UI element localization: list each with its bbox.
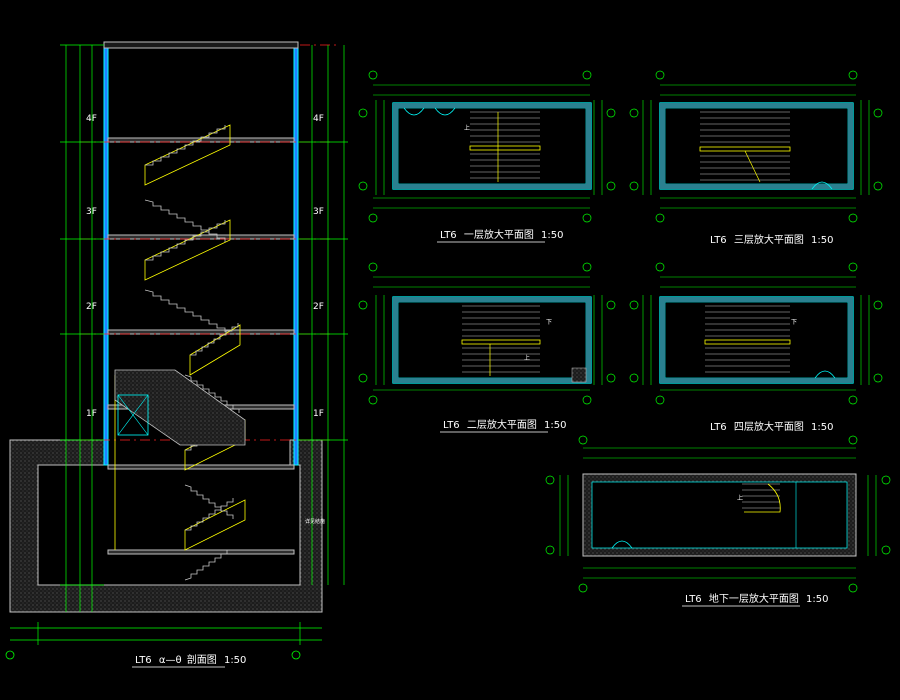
plan-1-dimensions [373, 84, 603, 209]
plan-1-axis-bubbles [358, 70, 616, 223]
svg-text:LT6 四层放大平面图 1:: LT6 四层放大平面图 1:50 [710, 420, 834, 433]
floor-labels: 4F 3F 2F 1F 4F 3F 2F 1F [86, 114, 324, 419]
plan-2-title-name: 二层放大平面图 [467, 418, 537, 431]
stair-flights [114, 124, 246, 551]
section-dimensions-bottom [10, 622, 322, 645]
plan-b1-up-label: 上 [737, 494, 743, 502]
plan-2-stair [462, 305, 540, 373]
plan-basement: 上 LT6 地下一层放大平面图 1:50 [545, 435, 891, 607]
plan-4-dimensions [642, 276, 870, 391]
plan-b1-axis-bubbles [545, 435, 891, 593]
plan-floor-4: 下 LT6 四层放大平面图 1:50 [629, 262, 883, 433]
floor-label-left-2f: 2F [86, 302, 97, 312]
plan-1-up-label: 上 [464, 124, 470, 132]
plan-4-down-label: 下 [791, 319, 797, 326]
plan-3-title-name: 三层放大平面图 [734, 233, 804, 246]
plan-2-title-code: LT6 [443, 420, 460, 431]
plan-floor-3: LT6 三层放大平面图 1:50 [629, 70, 883, 246]
floor-label-left-4f: 4F [86, 114, 97, 124]
plan-4-axis-bubbles [629, 262, 883, 405]
plan-3-title-code: LT6 [710, 235, 727, 246]
floor-label-right-3f: 3F [313, 207, 324, 217]
section-walls [103, 41, 299, 466]
section-title-scale: 1:50 [224, 655, 246, 666]
section-view: 4F 3F 2F 1F 4F 3F 2F 1F 详见结施 LT6 α—θ 剖面图… [5, 41, 348, 668]
plan-3-axis-bubbles [629, 70, 883, 223]
plan-2-axis-bubbles [358, 262, 616, 405]
plan-2-title: LT6 二层放大平面图 1:50 [440, 418, 567, 433]
plan-4-title-code: LT6 [710, 422, 727, 433]
plan-b1-title-scale: 1:50 [806, 594, 828, 605]
svg-text:LT6 地下一层放大平面图: LT6 地下一层放大平面图 1:50 [685, 592, 829, 605]
section-title-axis: α—θ [159, 655, 182, 666]
floor-label-left-3f: 3F [86, 207, 97, 217]
plan-floor-1: 上 LT6 一层放大平面图 1:50 [358, 70, 616, 243]
plan-3-title-scale: 1:50 [811, 235, 833, 246]
section-title-name: 剖面图 [187, 653, 217, 666]
floor-label-right-2f: 2F [313, 302, 324, 312]
section-title-code: LT6 [135, 655, 152, 666]
svg-text:LT6 二层放大平面图 1:: LT6 二层放大平面图 1:50 [443, 418, 567, 431]
plan-1-title-code: LT6 [440, 230, 457, 241]
floor-label-right-4f: 4F [313, 114, 324, 124]
svg-text:LT6 一层放大平面图 1:: LT6 一层放大平面图 1:50 [440, 228, 564, 241]
floor-label-left-1f: 1F [86, 409, 97, 419]
plan-2-up-label: 上 [524, 354, 530, 362]
plan-4-stair [705, 305, 790, 373]
plan-3-dimensions [642, 84, 870, 209]
plan-b1-title: LT6 地下一层放大平面图 1:50 [682, 592, 829, 607]
plan-3-title: LT6 三层放大平面图 1:50 [710, 233, 834, 246]
section-annotation: 详见结施 [305, 518, 325, 525]
svg-text:LT6 三层放大平面图 1:: LT6 三层放大平面图 1:50 [710, 233, 834, 246]
plan-b1-title-name: 地下一层放大平面图 [709, 592, 799, 605]
plan-3-stair [700, 111, 790, 181]
plan-floor-2: 下 上 LT6 二层放大平面图 1:50 [358, 262, 616, 433]
plan-2-dimensions [373, 276, 603, 391]
plan-4-title: LT6 四层放大平面图 1:50 [710, 420, 834, 433]
plan-b1-dimensions [559, 447, 877, 579]
plan-1-title-name: 一层放大平面图 [464, 228, 534, 241]
svg-text:LT6 α—θ 剖面图: LT6 α—θ 剖面图 1:50 [135, 653, 246, 666]
section-axis-bubbles [5, 650, 301, 660]
section-title: LT6 α—θ 剖面图 1:50 [132, 653, 246, 668]
plan-4-title-scale: 1:50 [811, 422, 833, 433]
section-dimensions-left [60, 44, 104, 612]
floor-label-right-1f: 1F [313, 409, 324, 419]
plan-4-title-name: 四层放大平面图 [734, 420, 804, 433]
section-dimensions-right [298, 45, 348, 585]
plan-1-title-scale: 1:50 [541, 230, 563, 241]
stair-cut-hatch [114, 369, 246, 446]
plan-1-stair [470, 111, 540, 179]
plan-1-title: LT6 一层放大平面图 1:50 [437, 228, 564, 243]
plan-2-down-label: 下 [546, 319, 552, 326]
plan-b1-title-code: LT6 [685, 594, 702, 605]
plan-2-title-scale: 1:50 [544, 420, 566, 431]
